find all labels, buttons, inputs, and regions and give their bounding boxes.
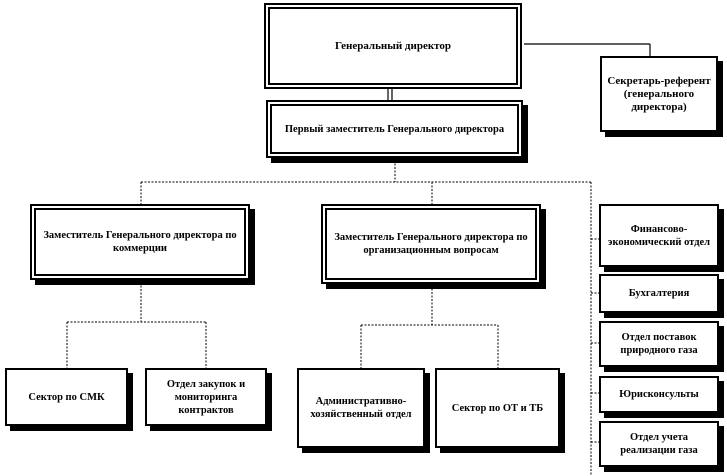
- accounting-label: Бухгалтерия: [628, 288, 690, 299]
- first-deputy-label: Первый заместитель Генерального директор…: [284, 123, 505, 135]
- deputy-org-box: Заместитель Генерального директора по ор…: [321, 204, 541, 284]
- general-director-box: Генеральный директор: [264, 3, 522, 89]
- admin-dept-label: Административно-хозяйственный отдел: [310, 396, 412, 420]
- deputy-org-label: Заместитель Генерального директора по ор…: [334, 232, 528, 256]
- legal-box: Юрисконсульты: [599, 376, 719, 413]
- accounting-box: Бухгалтерия: [599, 274, 719, 313]
- first-deputy-box: Первый заместитель Генерального директор…: [266, 100, 523, 158]
- sector-smk-box: Сектор по СМК: [5, 368, 128, 426]
- legal-label: Юрисконсульты: [619, 389, 699, 400]
- deputy-commerce-label: Заместитель Генерального директора по ко…: [43, 230, 237, 254]
- finance-dept-box: Финансово-экономический отдел: [599, 204, 719, 267]
- dept-purchases-label: Отдел закупок и мониторинга контрактов: [166, 378, 246, 416]
- secretary-box: Секретарь-референт (генерального директо…: [600, 56, 718, 132]
- gas-supply-dept-box: Отдел поставок природного газа: [599, 321, 719, 367]
- gas-sales-dept-box: Отдел учета реализации газа: [599, 421, 719, 467]
- sector-smk-label: Сектор по СМК: [28, 391, 105, 403]
- dept-purchases-box: Отдел закупок и мониторинга контрактов: [145, 368, 267, 426]
- sector-ot-tb-box: Сектор по ОТ и ТБ: [435, 368, 560, 448]
- general-director-label: Генеральный директор: [334, 39, 452, 52]
- gas-supply-dept-label: Отдел поставок природного газа: [620, 332, 698, 356]
- admin-dept-box: Административно-хозяйственный отдел: [297, 368, 425, 448]
- deputy-commerce-box: Заместитель Генерального директора по ко…: [30, 204, 250, 280]
- sector-ot-tb-label: Сектор по ОТ и ТБ: [451, 402, 544, 414]
- finance-dept-label: Финансово-экономический отдел: [607, 223, 711, 248]
- gas-sales-dept-label: Отдел учета реализации газа: [620, 432, 698, 456]
- secretary-label: Секретарь-референт (генерального директо…: [607, 74, 711, 113]
